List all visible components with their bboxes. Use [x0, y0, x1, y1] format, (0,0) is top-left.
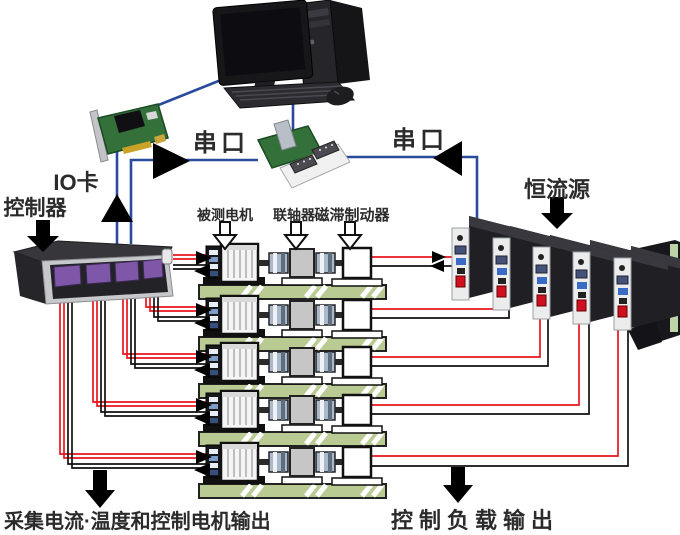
serial-left-arrow-icon [433, 141, 462, 176]
source-panel [451, 227, 470, 301]
caption-collect-down-arrow-icon [85, 470, 115, 508]
constant-current-sources [451, 216, 680, 350]
serial-port-label-2: 串口 [392, 127, 448, 154]
coupling-label: 联轴器 [273, 207, 316, 223]
caption-collect: 采集电流·温度和控制电机输出 [4, 509, 271, 533]
station-label-arrows [211, 221, 364, 251]
io-card-up-arrow-icon [101, 194, 133, 222]
controller-label: 控制器 [4, 196, 68, 220]
test-station [194, 244, 386, 299]
io-card-label: IO卡 [53, 170, 98, 195]
source-panel [613, 257, 632, 331]
hysteresis-brake-label: 磁滞制动器 [314, 206, 390, 224]
test-stations [194, 244, 386, 498]
test-station [194, 391, 386, 446]
serial-card-to-sources-line [332, 155, 479, 218]
flow-arrows [27, 141, 573, 508]
keyboard-icon [223, 81, 356, 109]
controller-to-serial-card-line [129, 158, 258, 244]
controller-illustration [12, 240, 174, 305]
motor-under-test-label: 被测电机 [197, 207, 253, 223]
brake-label-arrow-icon [336, 221, 364, 251]
caption-load: 控制负载输出 [391, 508, 559, 533]
coupling-label-arrow-icon [282, 221, 310, 251]
source-panel [572, 251, 591, 325]
serial-right-arrow-icon [153, 143, 190, 179]
monitor-to-io-card-line [145, 76, 227, 112]
wiring-left [59, 254, 207, 469]
source-panel [532, 246, 551, 320]
serial-card-illustration [256, 119, 351, 189]
controller-down-arrow-icon [27, 220, 59, 252]
io-card-illustration [89, 103, 169, 163]
wiring-right [370, 251, 629, 467]
source-panels [451, 227, 632, 331]
source-panel [492, 237, 511, 311]
mouse-icon [326, 86, 354, 106]
motor-label-arrow-icon [211, 221, 239, 251]
source-bodies [469, 216, 680, 328]
computer-illustration [212, 0, 370, 109]
source-down-arrow-icon [541, 197, 573, 229]
constant-current-source-label: 恒流源 [524, 177, 590, 202]
caption-load-down-arrow-icon [443, 467, 473, 503]
monitor-icon [212, 0, 314, 102]
test-station [194, 443, 386, 498]
serial-port-label-1: 串口 [193, 130, 249, 157]
